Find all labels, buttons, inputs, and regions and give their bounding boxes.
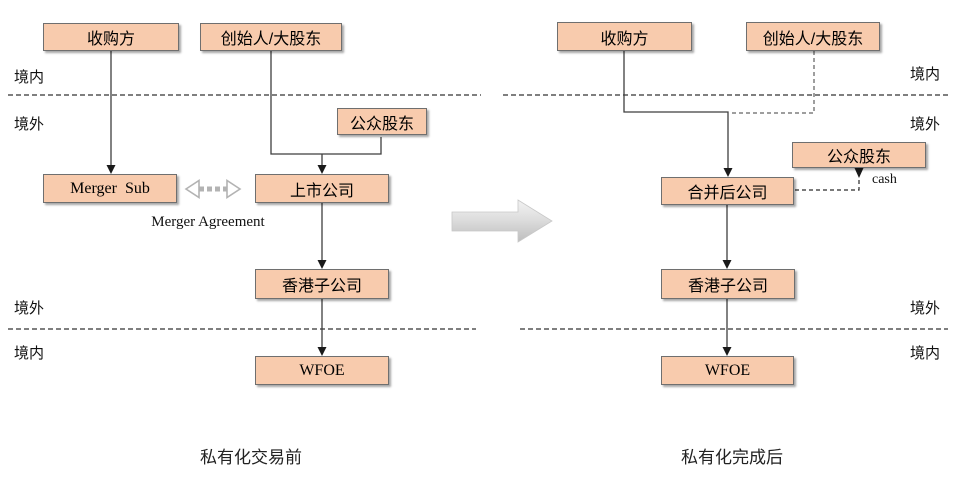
cash-label: cash bbox=[872, 172, 897, 187]
node-founder-after: 创始人/大股东 bbox=[746, 22, 880, 51]
connector-founder-public-to-listed bbox=[270, 51, 382, 174]
label-offshore-bottom-left: 境外 bbox=[14, 300, 45, 317]
label-onshore-bottom-left: 境内 bbox=[14, 345, 45, 362]
connector-merged-to-hksub bbox=[722, 205, 732, 269]
connector-acquirer-to-merged bbox=[623, 51, 733, 177]
node-public-shareholders-after: 公众股东 bbox=[792, 142, 926, 168]
label-offshore-bottom-right: 境外 bbox=[910, 300, 941, 317]
connector-hksub-to-wfoe bbox=[317, 299, 327, 356]
node-founder-before: 创始人/大股东 bbox=[200, 23, 342, 51]
connector-listed-to-hksub bbox=[317, 203, 327, 269]
node-public-shareholders-before: 公众股东 bbox=[337, 108, 427, 135]
node-wfoe-after: WFOE bbox=[661, 356, 794, 385]
node-wfoe-before: WFOE bbox=[255, 356, 389, 385]
node-merged-company: 合并后公司 bbox=[661, 177, 794, 205]
connector-founder-dashed bbox=[730, 51, 815, 114]
node-hk-subsidiary-before: 香港子公司 bbox=[255, 269, 389, 299]
transition-arrow-icon bbox=[451, 199, 553, 243]
label-onshore-top-left: 境内 bbox=[14, 69, 45, 86]
node-acquirer-after: 收购方 bbox=[557, 22, 692, 51]
merger-agreement-double-arrow-icon bbox=[184, 179, 242, 199]
node-hk-subsidiary-after: 香港子公司 bbox=[661, 269, 795, 299]
merger-agreement-label: Merger Agreement bbox=[151, 214, 265, 230]
caption-after: 私有化完成后 bbox=[681, 448, 783, 467]
label-onshore-bottom-right: 境内 bbox=[910, 345, 941, 362]
node-merger-sub: Merger Sub bbox=[43, 174, 177, 203]
connector-hksub-to-wfoe-after bbox=[722, 299, 732, 356]
label-onshore-top-right: 境内 bbox=[910, 66, 941, 83]
caption-before: 私有化交易前 bbox=[200, 448, 302, 467]
label-offshore-top-left: 境外 bbox=[14, 116, 45, 133]
connector-merged-to-public-cash bbox=[795, 168, 864, 191]
label-offshore-top-right: 境外 bbox=[910, 116, 941, 133]
node-acquirer-before: 收购方 bbox=[43, 23, 179, 51]
connector-acquirer-to-mergersub bbox=[106, 51, 116, 174]
node-listed-company: 上市公司 bbox=[255, 174, 389, 203]
